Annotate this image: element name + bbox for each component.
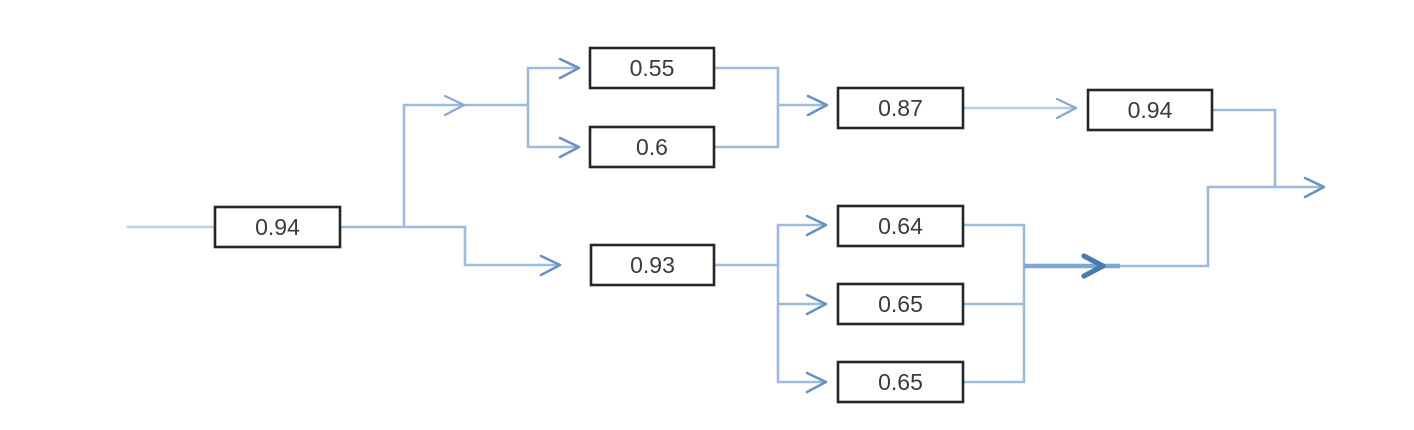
block-label: 0.65 — [878, 291, 923, 317]
wire-bottom-split-2 — [776, 265, 826, 306]
wire-split-lower — [404, 225, 560, 267]
arrow-bottom-merge-icon — [1081, 253, 1106, 279]
block-label: 0.94 — [1128, 97, 1173, 123]
block-065-a[interactable]: 0.65 — [836, 282, 965, 326]
block-input-094[interactable]: 0.94 — [213, 205, 342, 249]
arrow-to-094-final-icon — [1055, 97, 1078, 120]
block-label: 0.93 — [630, 252, 675, 278]
block-rect — [588, 125, 716, 169]
arrow-to-093-icon — [539, 254, 562, 277]
arrowheads-group — [443, 57, 1326, 394]
block-label: 0.87 — [878, 95, 923, 121]
block-064[interactable]: 0.64 — [836, 204, 965, 248]
block-label: 0.55 — [630, 55, 675, 81]
arrow-split-main-icon — [443, 94, 466, 117]
wires-group — [126, 66, 1323, 384]
wire-final-top-down — [1212, 108, 1277, 187]
arrow-to-087-icon — [806, 94, 829, 117]
wire-split-main — [340, 103, 500, 229]
arrow-to-065-a-icon — [805, 293, 828, 316]
block-094-final[interactable]: 0.94 — [1086, 88, 1214, 132]
block-093[interactable]: 0.93 — [589, 243, 716, 287]
block-rect — [588, 46, 716, 90]
block-065-b[interactable]: 0.65 — [836, 360, 965, 404]
arrow-to-06-icon — [558, 136, 581, 159]
arrow-to-055-icon — [558, 57, 581, 80]
block-label: 0.94 — [255, 214, 300, 240]
wire-bottom-split-3 — [776, 304, 826, 384]
wire-parallel-top-in — [500, 66, 578, 107]
block-06[interactable]: 0.6 — [588, 125, 716, 169]
block-label: 0.64 — [878, 213, 923, 239]
wire-parallel-bottom-in — [526, 105, 578, 149]
arrow-to-065-b-icon — [805, 371, 828, 394]
block-rect — [836, 86, 965, 130]
wire-bottom-merge-3 — [963, 266, 1026, 384]
wire-bottom-to-final — [1120, 185, 1275, 268]
wire-parallel-bottom-out — [714, 105, 780, 149]
block-rect — [836, 360, 965, 404]
blocks-group: 0.94 0.55 0.6 0.87 0.94 0.93 — [213, 46, 1214, 404]
wire-parallel-top-out — [714, 66, 826, 107]
block-label: 0.6 — [636, 134, 668, 160]
wire-bottom-split-1 — [714, 223, 826, 267]
block-rect — [589, 243, 716, 287]
block-055[interactable]: 0.55 — [588, 46, 716, 90]
block-rect — [836, 282, 965, 326]
block-rect — [836, 204, 965, 248]
wire-bottom-merge-1 — [963, 223, 1026, 266]
block-087[interactable]: 0.87 — [836, 86, 965, 130]
arrow-output-icon — [1303, 176, 1326, 199]
block-rect — [213, 205, 342, 249]
block-rect — [1086, 88, 1214, 132]
block-label: 0.65 — [878, 369, 923, 395]
arrow-to-064-icon — [805, 214, 828, 237]
